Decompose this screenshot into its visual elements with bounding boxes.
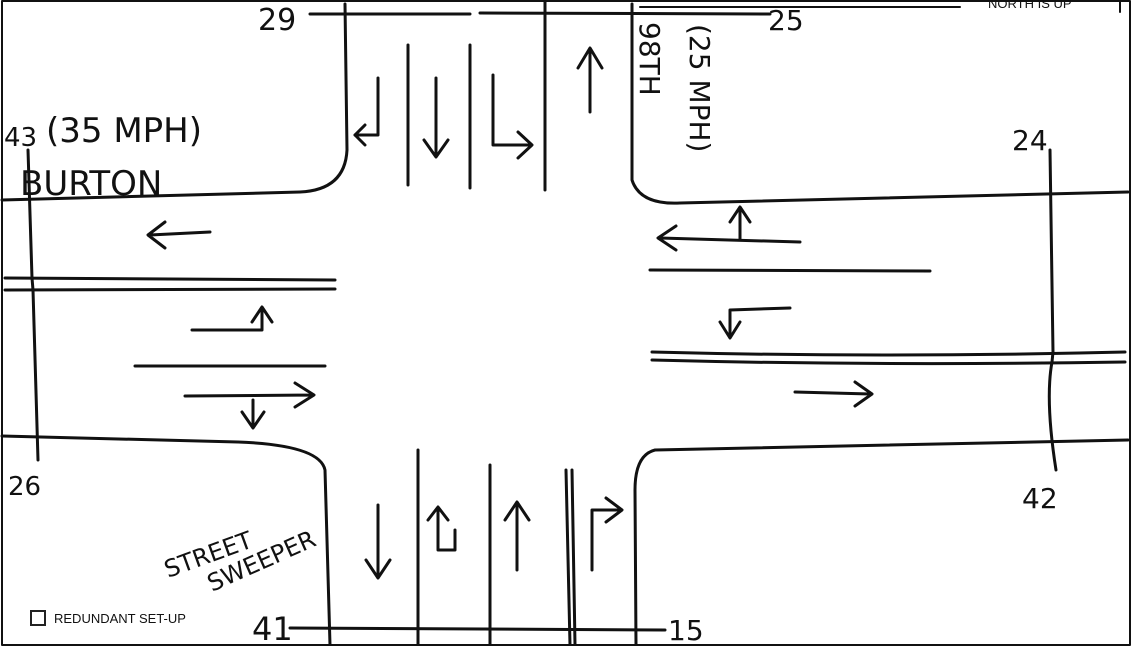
survey-number-left-top: 43 bbox=[4, 123, 37, 153]
survey-number-bottom-left: 41 bbox=[252, 610, 293, 646]
redundant-setup-control[interactable]: REDUNDANT SET-UP bbox=[30, 605, 186, 631]
ninety-eighth-road-label: 98TH bbox=[633, 22, 666, 96]
survey-line-right bbox=[1047, 148, 1058, 472]
survey-number-top-right: 25 bbox=[768, 4, 804, 37]
north-is-up-label: NORTH IS UP bbox=[988, 0, 1072, 11]
survey-number-right-bottom: 42 bbox=[1022, 482, 1058, 515]
survey-line-top bbox=[308, 11, 772, 16]
lane-line-w-center bbox=[3, 276, 337, 292]
ninety-eighth-speed-label: (25 MPH) bbox=[683, 24, 716, 152]
curb-ne bbox=[630, 2, 1130, 205]
survey-number-top-left: 29 bbox=[258, 3, 296, 38]
burton-road-label: BURTON bbox=[20, 164, 162, 204]
curb-sw bbox=[0, 434, 332, 646]
survey-number-right-top: 24 bbox=[1012, 124, 1048, 157]
lane-line-e-center bbox=[650, 350, 1127, 366]
lane-line-s3 bbox=[564, 468, 577, 646]
survey-line-left bbox=[26, 148, 40, 462]
burton-speed-label: (35 MPH) bbox=[46, 111, 202, 151]
curb-se bbox=[633, 438, 1130, 646]
survey-number-bottom-right: 15 bbox=[668, 614, 704, 646]
lane-arrow-icons bbox=[146, 46, 874, 580]
survey-line-bottom bbox=[288, 626, 667, 632]
lane-line-e1 bbox=[648, 268, 932, 273]
redundant-setup-label: REDUNDANT SET-UP bbox=[54, 610, 186, 626]
survey-number-left-bottom: 26 bbox=[8, 472, 41, 502]
curb-nw bbox=[0, 2, 349, 202]
checkbox-icon[interactable] bbox=[30, 610, 46, 626]
